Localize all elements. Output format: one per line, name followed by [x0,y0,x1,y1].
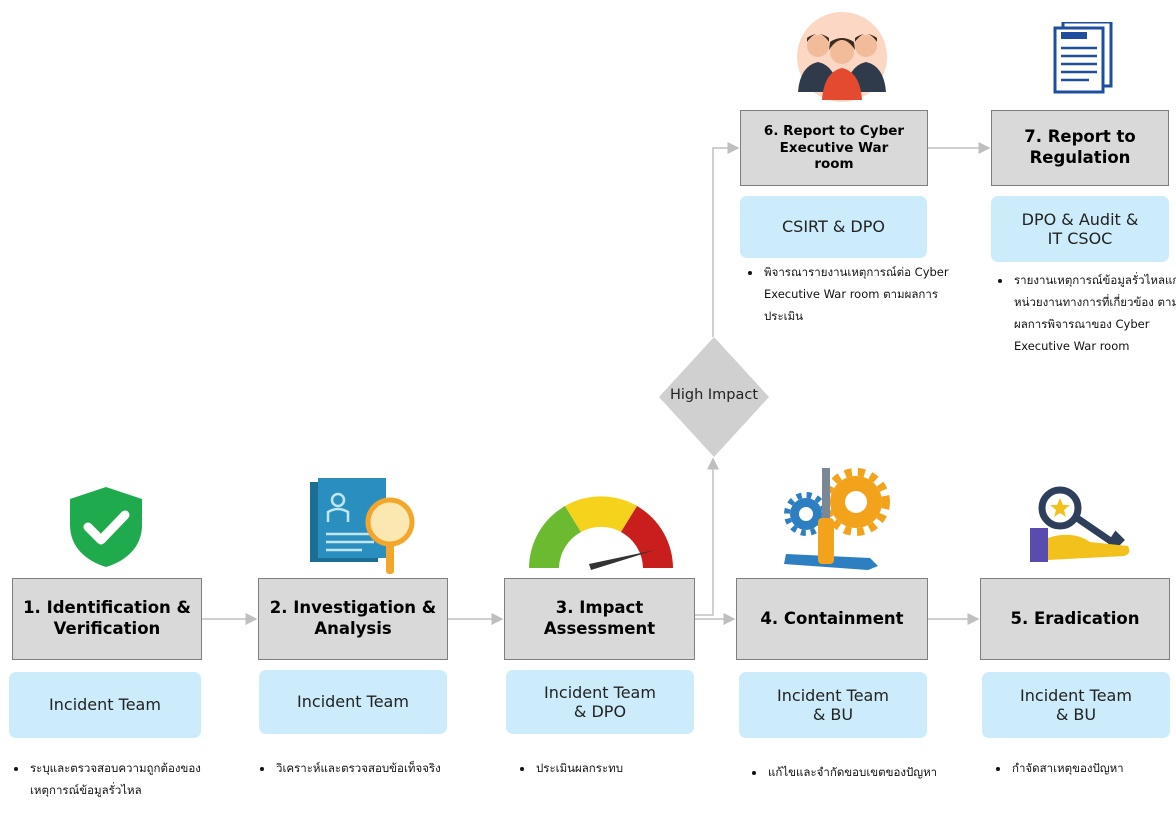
step-3-box: 3. Impact Assessment [504,578,695,660]
step-2-bullets: วิเคราะห์และตรวจสอบข้อเท็จจริง [254,758,464,780]
shield-check-icon [70,487,142,567]
step-5-bullets: กำจัดสาเหตุของปัญหา [990,758,1176,780]
step-6-role: CSIRT & DPO [740,196,927,258]
step-7-role: DPO & Audit & IT CSOC [991,196,1169,262]
gauge-meter-icon [529,496,673,570]
step-4-bullet: แก้ไขและจำกัดขอบเขตของปัญหา [766,762,946,784]
step-1-bullet: ระบุและตรวจสอบความถูกต้องของเหตุการณ์ข้อ… [28,758,218,802]
arrow-3-decision [695,457,719,616]
step-4-bullets: แก้ไขและจำกัดขอบเขตของปัญหา [746,762,946,784]
step-7-bullets: รายงานเหตุการณ์ข้อมูลรั่วไหลแก่หน่วยงานท… [992,270,1176,357]
step-5-bullet: กำจัดสาเหตุของปัญหา [1010,758,1176,780]
hand-key-icon [1030,486,1130,562]
decision-diamond [659,337,769,457]
step-4-box: 4. Containment [736,578,928,660]
step-3-bullet: ประเมินผลกระทบ [534,758,714,780]
step-1-role: Incident Team [9,672,201,738]
people-group-icon [797,12,887,102]
step-2-bullet: วิเคราะห์และตรวจสอบข้อเท็จจริง [274,758,464,780]
tools-gears-icon [784,468,890,570]
step-7-bullet: รายงานเหตุการณ์ข้อมูลรั่วไหลแก่หน่วยงานท… [1012,270,1176,357]
step-2-role: Incident Team [259,670,447,734]
step-5-role: Incident Team & BU [982,672,1170,738]
arrow-decision-6 [712,142,740,337]
step-6-bullet: พิจารณารายงานเหตุการณ์ต่อ Cyber Executiv… [762,262,972,328]
step-5-box: 5. Eradication [980,578,1170,660]
step-2-box: 2. Investigation & Analysis [258,578,448,660]
step-6-box: 6. Report to Cyber Executive War room [740,110,928,186]
step-3-bullets: ประเมินผลกระทบ [514,758,714,780]
investigation-magnifier-icon [310,478,415,574]
step-1-bullets: ระบุและตรวจสอบความถูกต้องของเหตุการณ์ข้อ… [8,758,218,802]
step-1-box: 1. Identification & Verification [12,578,202,660]
report-document-icon [1053,22,1113,94]
decision-label: High Impact [669,387,759,403]
step-3-role: Incident Team & DPO [506,670,694,734]
step-4-role: Incident Team & BU [739,672,927,738]
step-7-box: 7. Report to Regulation [991,110,1169,186]
step-6-bullets: พิจารณารายงานเหตุการณ์ต่อ Cyber Executiv… [742,262,972,328]
